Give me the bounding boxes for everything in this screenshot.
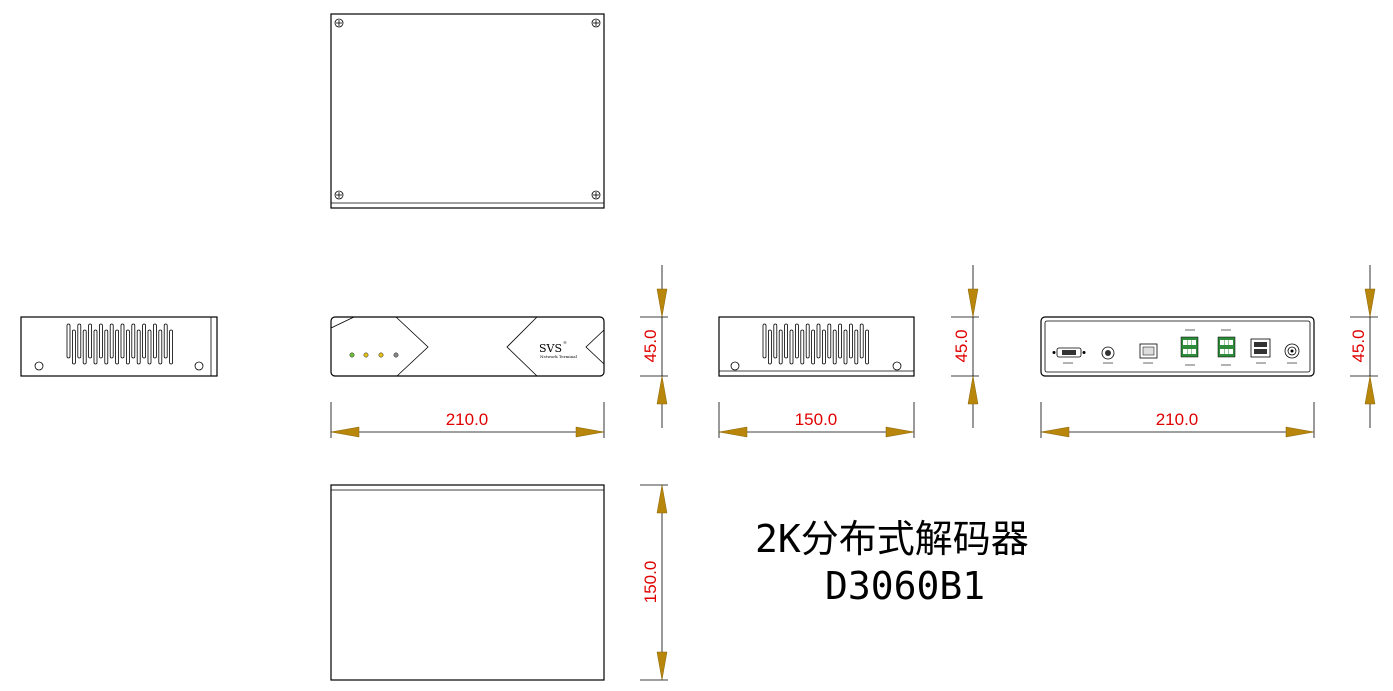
dimension-bottom-depth: 150.0 xyxy=(640,484,668,681)
vent-slot xyxy=(126,329,130,365)
vent-slot xyxy=(778,329,783,365)
vent-slot xyxy=(158,329,163,365)
left-side-view xyxy=(20,316,218,377)
vent-slot xyxy=(109,323,114,359)
dimension-front-height: 45.0 xyxy=(640,265,668,428)
terminal-block-icon xyxy=(1180,336,1199,358)
dim-label-front-height: 45.0 xyxy=(641,329,660,362)
dimension-front-width: 210.0 xyxy=(330,402,605,438)
vent-slot xyxy=(800,329,805,365)
vent-slot xyxy=(795,323,799,359)
audio-jack-icon xyxy=(1101,346,1115,360)
vent-slot xyxy=(773,323,778,359)
vent-slot xyxy=(152,323,157,359)
vent-slot xyxy=(115,329,119,365)
port-markings xyxy=(1063,329,1297,366)
vent-slot xyxy=(816,323,821,359)
brand-mark: ® xyxy=(563,340,567,345)
dimension-rear-height: 45.0 xyxy=(1349,265,1378,428)
screw-icon xyxy=(334,18,344,28)
vent-slot xyxy=(784,323,788,359)
vent-slot xyxy=(142,323,147,359)
rear-view xyxy=(1040,316,1315,377)
vent-slot xyxy=(104,329,109,365)
top-view xyxy=(330,13,605,209)
vent-slot xyxy=(849,323,853,359)
vent-slot xyxy=(72,329,76,365)
vent-slot xyxy=(811,329,815,365)
lan-port-icon xyxy=(1139,343,1158,359)
bottom-view xyxy=(330,484,605,681)
dimension-side-width: 150.0 xyxy=(718,402,915,438)
vent-slot xyxy=(832,329,837,365)
dc-power-jack-icon xyxy=(1284,343,1300,359)
brand-logo: SVS xyxy=(539,342,562,355)
vent-slot xyxy=(99,323,103,359)
dim-label-side-width: 150.0 xyxy=(795,410,838,429)
vent-slot xyxy=(762,323,767,359)
screw-icon xyxy=(892,361,902,371)
vent-slot xyxy=(169,329,174,365)
led-power xyxy=(349,352,355,358)
right-side-view xyxy=(718,316,915,377)
vent-slot xyxy=(789,329,794,365)
vent-slot xyxy=(82,329,87,365)
dim-label-bottom-depth: 150.0 xyxy=(641,561,660,604)
screw-icon xyxy=(730,361,740,371)
vent-slot xyxy=(843,329,848,365)
screw-icon xyxy=(334,190,344,200)
reset-button xyxy=(393,352,399,358)
usb-port-icon xyxy=(1250,338,1271,358)
vent-slot xyxy=(66,323,71,359)
dim-label-rear-width: 210.0 xyxy=(1156,410,1199,429)
vent-slot xyxy=(77,323,82,359)
dim-label-front-width: 210.0 xyxy=(446,410,489,429)
vent-slot xyxy=(131,323,136,359)
vent-slots xyxy=(66,323,174,365)
screw-icon xyxy=(194,361,204,371)
brand-subtitle: Network Terminal xyxy=(540,354,578,359)
dimension-rear-width: 210.0 xyxy=(1040,402,1315,438)
dimension-side-height: 45.0 xyxy=(951,265,979,428)
led-link xyxy=(378,352,384,358)
front-view: SVS ® Network Terminal xyxy=(330,316,605,377)
vent-slot xyxy=(768,329,772,365)
vent-slot xyxy=(838,323,842,359)
vent-slot xyxy=(822,329,826,365)
vent-slot xyxy=(136,329,141,365)
vent-slot xyxy=(865,329,869,365)
screw-icon xyxy=(34,361,44,371)
vent-slots xyxy=(762,323,869,365)
vent-slot xyxy=(854,329,859,365)
vent-slot xyxy=(147,329,152,365)
screw-icon xyxy=(591,18,601,28)
dim-label-rear-height: 45.0 xyxy=(1349,329,1368,362)
vent-slot xyxy=(88,323,92,359)
dvi-port-icon xyxy=(1052,347,1086,358)
vent-slot xyxy=(163,323,168,359)
dim-label-side-height: 45.0 xyxy=(952,329,971,362)
product-name: 2K分布式解码器 xyxy=(755,517,1029,561)
vent-slot xyxy=(859,323,864,359)
vent-slot xyxy=(827,323,832,359)
product-model: D3060B1 xyxy=(825,564,985,608)
vent-slot xyxy=(120,323,125,359)
screw-icon xyxy=(591,190,601,200)
vent-slot xyxy=(93,329,98,365)
led-status xyxy=(363,352,369,358)
vent-slot xyxy=(805,323,810,359)
terminal-block-icon xyxy=(1217,336,1236,358)
